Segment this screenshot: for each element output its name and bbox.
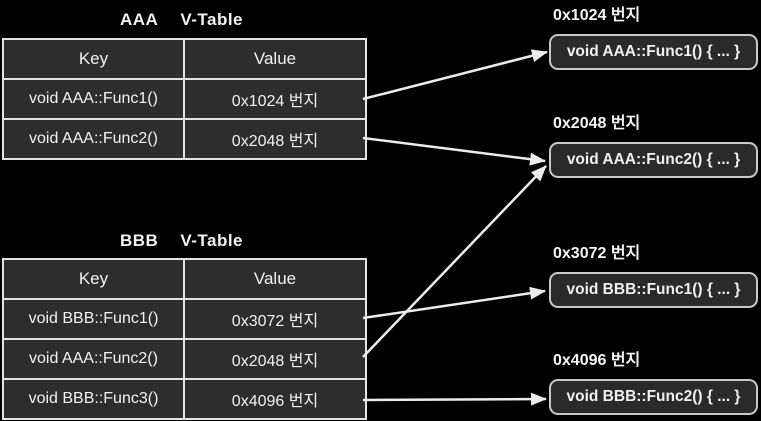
memory-code-box: void AAA::Func1() { ... } <box>549 34 758 70</box>
memory-code-text: void BBB::Func2() { ... } <box>566 388 741 405</box>
memory-0x2048: 0x2048 번지 void AAA::Func2() { ... } <box>549 114 758 178</box>
memory-code-text: void AAA::Func1() { ... } <box>566 43 741 60</box>
memory-0x4096: 0x4096 번지 void BBB::Func2() { ... } <box>549 351 758 415</box>
aaa-func2-value-cell: 0x2048 번지 <box>183 118 367 160</box>
memory-0x1024: 0x1024 번지 void AAA::Func1() { ... } <box>549 6 758 70</box>
bbb-key-header: Key <box>2 258 185 300</box>
bbb-vtable-row-0x2048: void AAA::Func2() 0x2048 번지 <box>2 338 367 380</box>
aaa-class-name: AAA <box>119 10 159 29</box>
bbb-vtable-row-0x4096: void BBB::Func3() 0x4096 번지 <box>2 378 367 420</box>
aaa-vtable: Key Value void AAA::Func1() 0x1024 번지 vo… <box>2 38 367 160</box>
arrow-bbb-aaafunc2-to-0x2048 <box>362 165 547 358</box>
bbb-func3-value-cell: 0x4096 번지 <box>183 378 367 420</box>
memory-address-label: 0x2048 번지 <box>553 115 641 132</box>
memory-code-text: void BBB::Func1() { ... } <box>566 281 741 298</box>
aaa-vtable-label: V-Table <box>180 10 244 29</box>
bbb-aaafunc2-key-cell: void AAA::Func2() <box>2 338 185 380</box>
aaa-func1-value-cell: 0x1024 번지 <box>183 78 367 120</box>
memory-code-text: void AAA::Func2() { ... } <box>566 151 741 168</box>
arrow-bbb-func3-to-0x4096 <box>362 392 547 406</box>
aaa-func1-key-cell: void AAA::Func1() <box>2 78 185 120</box>
bbb-value-header: Value <box>183 258 367 300</box>
aaa-value-header: Value <box>183 38 367 80</box>
bbb-vtable: Key Value void BBB::Func1() 0x3072 번지 vo… <box>2 258 367 420</box>
aaa-vtable-title: AAA V-Table <box>2 10 361 30</box>
aaa-vtable-row-0x2048: void AAA::Func2() 0x2048 번지 <box>2 118 367 160</box>
bbb-vtable-title: BBB V-Table <box>2 231 361 251</box>
bbb-func3-key-cell: void BBB::Func3() <box>2 378 185 420</box>
memory-address-label: 0x4096 번지 <box>553 352 641 369</box>
bbb-func1-value-cell: 0x3072 번지 <box>183 298 367 340</box>
bbb-vtable-header-row: Key Value <box>2 258 367 300</box>
memory-code-box: void BBB::Func2() { ... } <box>549 379 758 415</box>
bbb-aaafunc2-value-cell: 0x2048 번지 <box>183 338 367 380</box>
aaa-vtable-row-0x1024: void AAA::Func1() 0x1024 번지 <box>2 78 367 120</box>
bbb-vtable-row-0x3072: void BBB::Func1() 0x3072 번지 <box>2 298 367 340</box>
bbb-vtable-label: V-Table <box>180 231 244 250</box>
aaa-vtable-header-row: Key Value <box>2 38 367 80</box>
aaa-func2-key-cell: void AAA::Func2() <box>2 118 185 160</box>
aaa-key-header: Key <box>2 38 185 80</box>
memory-address-label: 0x3072 번지 <box>553 245 641 262</box>
bbb-func1-key-cell: void BBB::Func1() <box>2 298 185 340</box>
memory-address-label: 0x1024 번지 <box>553 7 641 24</box>
arrow-aaa-func1-to-0x1024 <box>362 49 548 101</box>
memory-code-box: void AAA::Func2() { ... } <box>549 142 758 178</box>
bbb-class-name: BBB <box>119 231 159 250</box>
arrow-bbb-func1-to-0x3072 <box>362 286 546 320</box>
memory-0x3072: 0x3072 번지 void BBB::Func1() { ... } <box>549 244 758 308</box>
arrow-aaa-func2-to-0x2048 <box>362 136 546 166</box>
memory-code-box: void BBB::Func1() { ... } <box>549 272 758 308</box>
